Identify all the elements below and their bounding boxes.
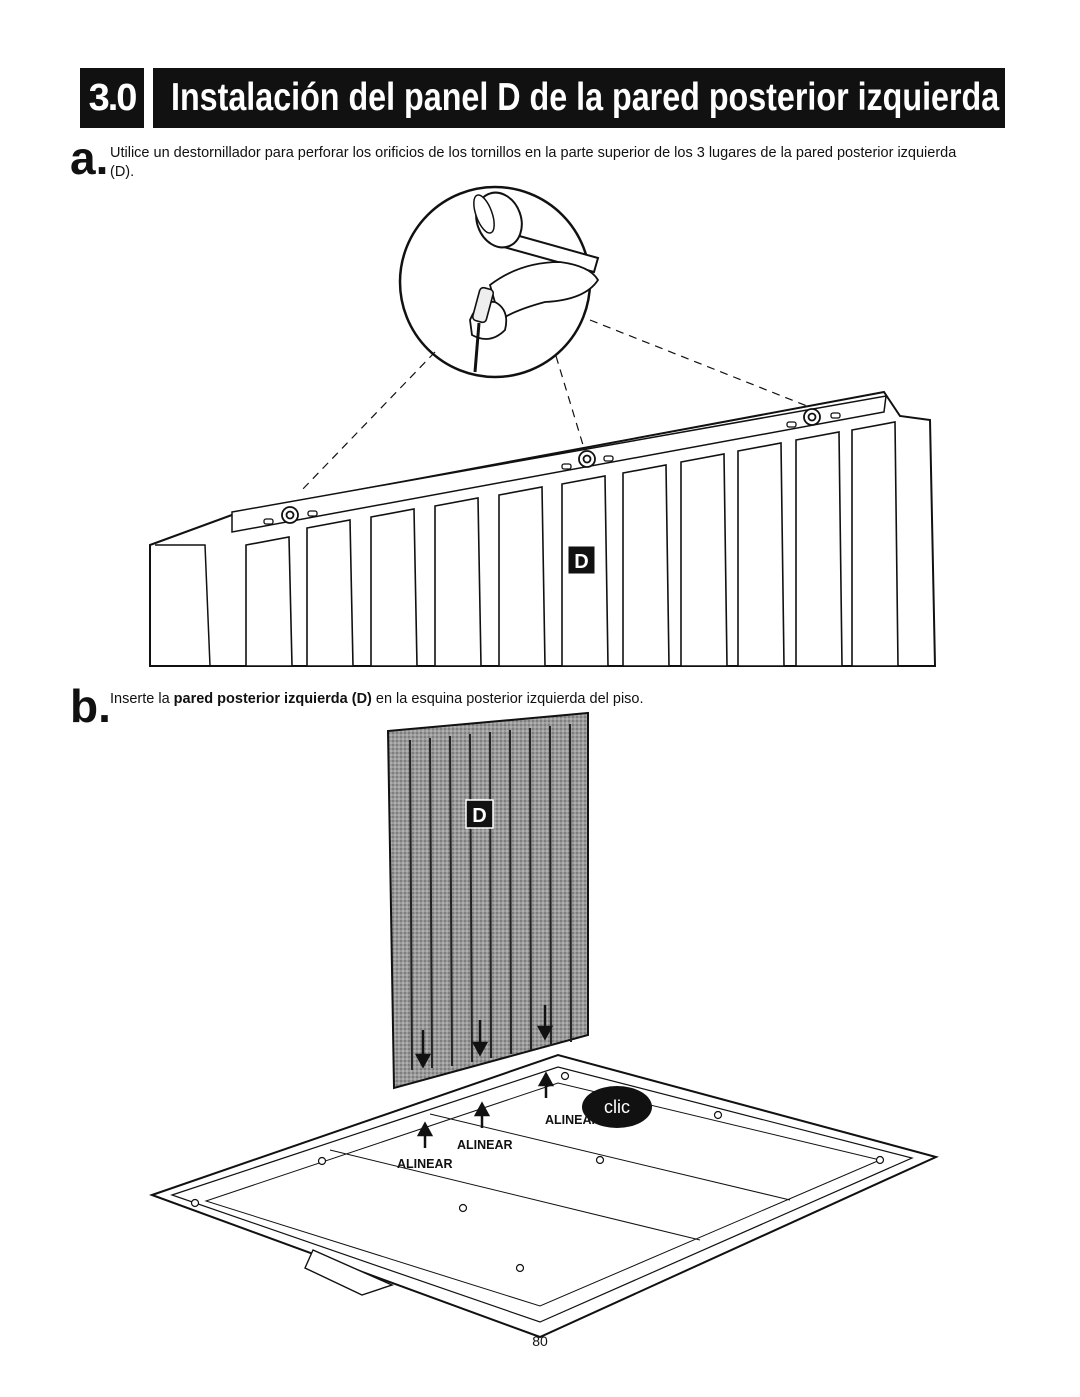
panel-label-a: D bbox=[574, 551, 588, 573]
mallet-icon bbox=[473, 191, 600, 274]
screwdriver-icon bbox=[471, 286, 495, 373]
page-number: 80 bbox=[532, 1333, 548, 1349]
align-label-2: ALINEAR bbox=[457, 1138, 513, 1152]
step-b-text: Inserte la pared posterior izquierda (D)… bbox=[110, 690, 960, 709]
align-label-1: ALINEAR bbox=[545, 1113, 601, 1127]
section-title: Instalación del panel D de la pared post… bbox=[153, 68, 1005, 128]
panel-label-b: D bbox=[472, 805, 486, 827]
step-a-letter: a. bbox=[70, 132, 109, 184]
step-b-letter: b. bbox=[70, 680, 111, 732]
wall-panel-d bbox=[386, 711, 652, 1148]
section-number: 3.0 bbox=[80, 68, 144, 128]
align-label-3: ALINEAR bbox=[397, 1157, 453, 1171]
step-b-text-1: Inserte la bbox=[110, 691, 174, 707]
click-label: clic bbox=[604, 1097, 630, 1117]
step-b-text-bold: pared posterior izquierda (D) bbox=[173, 691, 372, 707]
step-a-text: Utilice un destornillador para perforar … bbox=[110, 145, 957, 180]
detail-callout bbox=[299, 185, 813, 493]
wall-panel-detail bbox=[149, 390, 937, 667]
floor-base bbox=[149, 1053, 939, 1339]
step-b-text-2: en la esquina posterior izquierda del pi… bbox=[371, 691, 644, 707]
section-header: 3.0 Instalación del panel D de la pared … bbox=[80, 68, 1005, 128]
